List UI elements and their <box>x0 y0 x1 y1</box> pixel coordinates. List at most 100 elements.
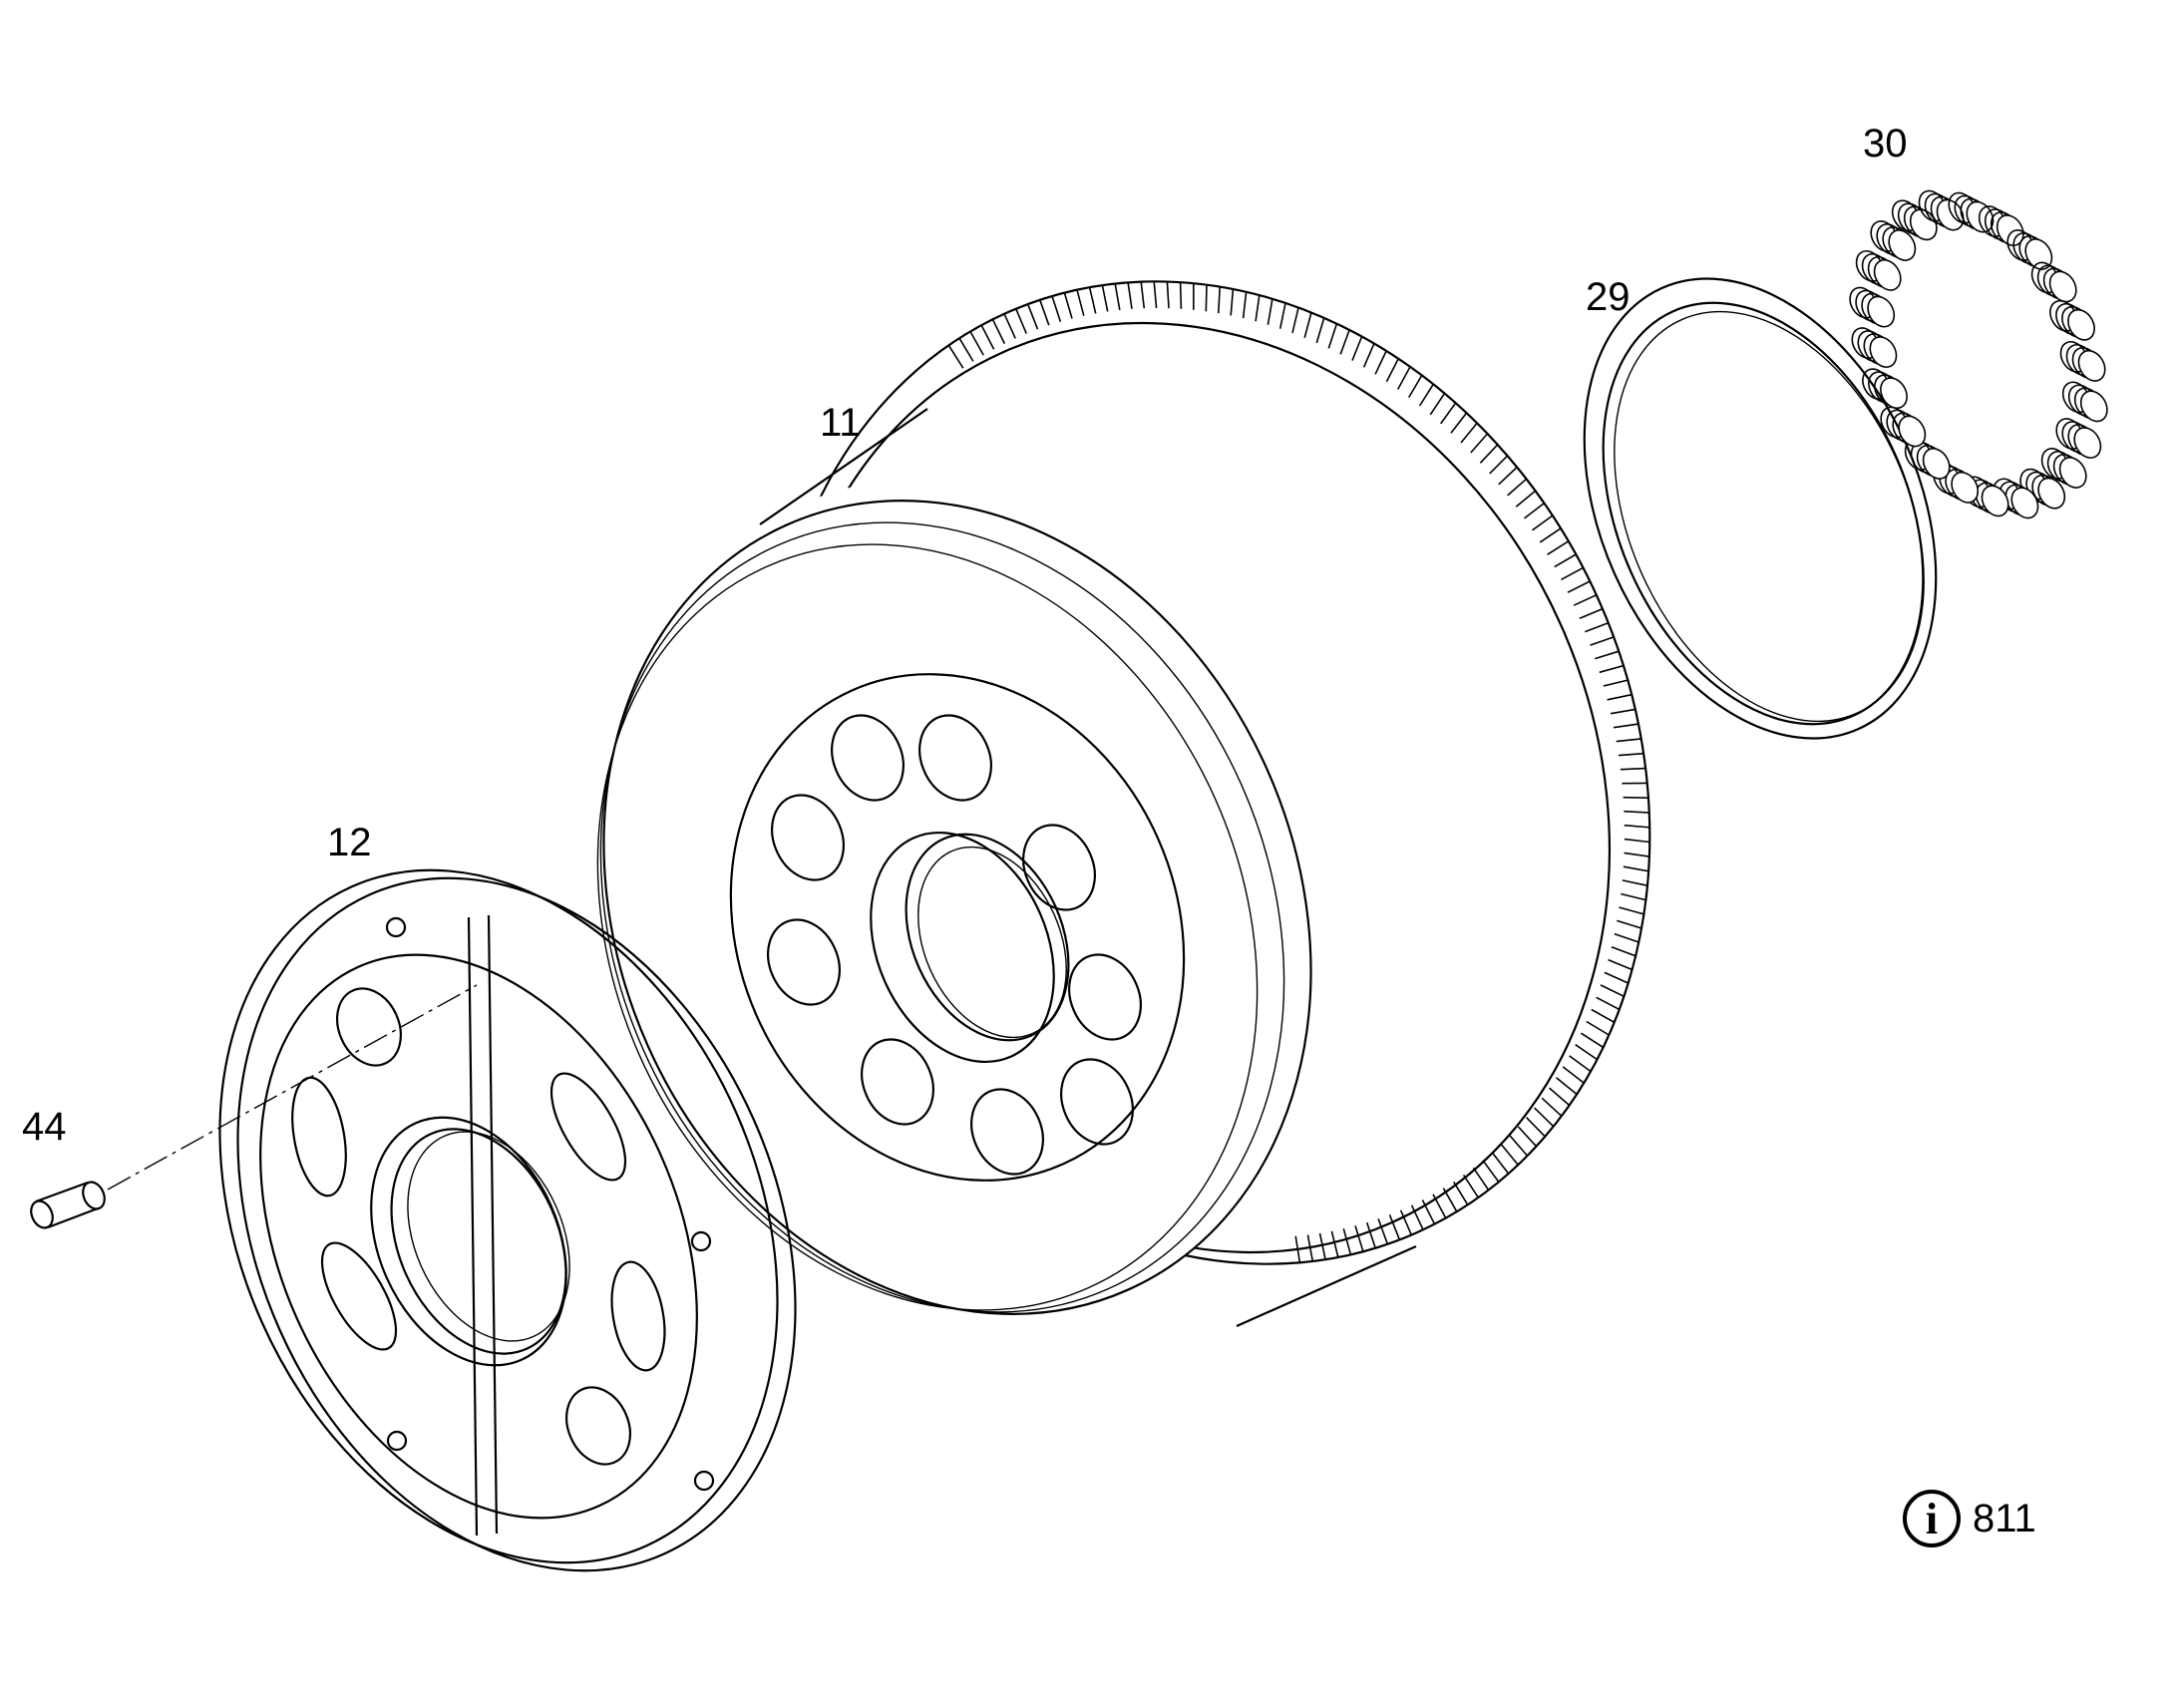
gear-tooth <box>1613 723 1639 729</box>
gear-tooth <box>1472 1167 1490 1191</box>
gear-tooth <box>1140 281 1146 309</box>
gear-tooth <box>1385 358 1399 383</box>
gear-tooth <box>1462 1174 1479 1198</box>
gear-tooth <box>1617 919 1642 929</box>
gear-tooth <box>1396 366 1411 390</box>
gear-tooth <box>1573 593 1598 606</box>
gear-tooth <box>1604 971 1630 984</box>
gear-tooth <box>1509 1135 1529 1157</box>
gear-tooth <box>1327 323 1338 349</box>
gear-tooth <box>1303 312 1312 339</box>
gear-tooth <box>1127 282 1133 310</box>
info-reference: i 811 <box>1903 1490 2036 1547</box>
gear-tooth <box>1491 1152 1510 1175</box>
gear-tooth <box>1599 664 1625 674</box>
dowel-pin-part-44 <box>30 984 478 1229</box>
gear-tooth <box>1624 810 1649 814</box>
gear-tooth <box>1063 292 1073 319</box>
coil-spring <box>1933 463 1980 504</box>
gear-tooth <box>1596 996 1621 1011</box>
gear-tooth <box>991 318 1006 344</box>
gear-tooth <box>1507 478 1528 497</box>
coil-spring <box>2030 261 2077 303</box>
gear-tooth <box>969 331 984 356</box>
gear-tooth <box>1498 466 1518 486</box>
gear-tooth <box>1153 281 1158 309</box>
gear-tooth <box>1618 752 1644 757</box>
gear-tooth <box>1408 375 1423 399</box>
gear-tooth <box>1479 444 1499 464</box>
coil-spring <box>2061 381 2108 423</box>
flange-plate-part-12 <box>218 868 797 1572</box>
gear-tooth <box>1555 1077 1578 1096</box>
gear-tooth <box>1616 738 1641 743</box>
gear-tooth <box>1532 514 1554 531</box>
gear-tooth <box>980 324 995 350</box>
gear-tooth <box>1230 288 1235 316</box>
gear-tooth <box>1365 1221 1376 1248</box>
gear-teeth <box>947 281 1650 1263</box>
callout-30: 30 <box>1863 122 1908 166</box>
gear-tooth <box>1351 336 1363 361</box>
coil-spring <box>1862 368 1908 410</box>
gear-tooth <box>1339 329 1350 355</box>
gear-tooth <box>1569 1055 1592 1073</box>
gear-tooth <box>1051 295 1062 322</box>
gear-tooth <box>1624 824 1650 829</box>
gear-tooth <box>1622 879 1648 886</box>
coil-spring <box>1918 189 1965 231</box>
coil-spring <box>2059 341 2106 382</box>
gear-tooth <box>1114 283 1121 311</box>
gear-tooth <box>1421 1199 1436 1225</box>
gear-tooth <box>1623 796 1648 799</box>
gear-tooth <box>1015 308 1027 334</box>
coil-spring <box>1880 406 1927 448</box>
gear-tooth <box>1267 298 1273 325</box>
callout-29: 29 <box>1586 275 1631 319</box>
gear-tooth <box>1179 282 1183 309</box>
coil-spring <box>1904 439 1951 480</box>
gear-tooth <box>1562 1066 1585 1084</box>
gear-tooth <box>1517 1126 1538 1148</box>
gear-tooth <box>1591 1008 1616 1023</box>
callout-44: 44 <box>22 1105 67 1149</box>
gear-tooth <box>1166 281 1170 309</box>
gear-tooth <box>1524 502 1545 519</box>
gear-tooth <box>1330 1230 1339 1258</box>
gear-tooth <box>1548 1087 1571 1107</box>
gear-tooth <box>1088 287 1097 314</box>
gear-tooth <box>1354 1225 1364 1252</box>
gear-tooth <box>1600 984 1625 998</box>
callout-11: 11 <box>820 401 862 445</box>
gear-tooth <box>1442 1188 1458 1212</box>
drum-housing-part-11 <box>596 280 1651 1328</box>
gear-tooth <box>1460 422 1478 444</box>
gear-tooth <box>1547 540 1570 555</box>
coil-spring <box>1849 286 1896 328</box>
gear-tooth <box>1003 313 1016 339</box>
port-holes <box>767 714 1142 1176</box>
gear-tooth <box>1026 303 1039 330</box>
gear-tooth <box>1624 852 1649 857</box>
gear-tooth <box>1541 1097 1563 1117</box>
gear-tooth <box>1470 433 1489 454</box>
gear-tooth <box>1429 393 1446 416</box>
gear-tooth <box>1342 1228 1352 1255</box>
gear-tooth <box>1076 289 1085 316</box>
gear-tooth <box>1623 865 1649 872</box>
gear-tooth <box>1534 1107 1555 1128</box>
info-reference-number: 811 <box>1973 1496 2036 1540</box>
gear-tooth <box>1619 906 1644 915</box>
gear-tooth <box>1374 350 1387 375</box>
gear-tooth <box>1101 284 1109 312</box>
gear-tooth <box>1410 1204 1424 1230</box>
gear-tooth <box>1624 838 1650 844</box>
gear-tooth <box>1575 1044 1598 1061</box>
gear-tooth <box>1614 932 1639 943</box>
coil-spring <box>2040 448 2087 489</box>
coil-spring <box>2055 418 2102 459</box>
gear-tooth <box>1621 892 1646 901</box>
gear-tooth <box>1482 1160 1500 1183</box>
gear-tooth <box>1580 1032 1605 1049</box>
